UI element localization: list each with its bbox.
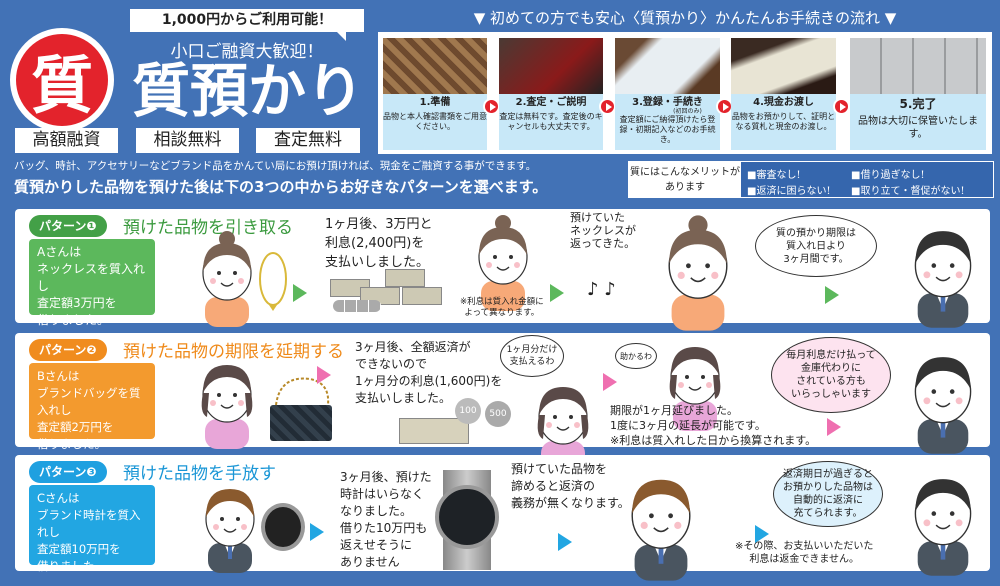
pattern-title: 預けた品物を引き取る — [123, 218, 293, 238]
photo-cash — [731, 38, 836, 94]
returned-text: 預けていた ネックレスが 返ってきた。 — [570, 211, 636, 250]
step-text: 査定は無料です。査定後のキャンセルも大丈夫です。 — [499, 112, 603, 131]
bag-chain — [275, 377, 330, 406]
merit-label: 質にはこんなメリットがあります — [629, 162, 741, 197]
merit-item: ■取り立て・督促がない! — [851, 186, 965, 197]
merit-item: ■借り過ぎなし! — [851, 170, 925, 181]
arrow-icon — [558, 533, 572, 551]
staff-speech-bubble: 毎月利息だけ払って 金庫代わりに されている方も いらっしゃいます — [771, 337, 891, 413]
extension-text: 期限が1ヶ月延びました。 1度に3ヶ月の延長が可能です。 ※利息は質入れした日か… — [610, 404, 817, 447]
photo-paperwork — [615, 38, 720, 94]
flow-step-5: 5.完了品物は大切に保管いたします。 — [850, 38, 986, 150]
tag-free-appraisal: 査定無料 — [256, 128, 360, 153]
step-note: (初回のみ) — [673, 108, 702, 115]
intro-headline: 質預かりした品物を預けた後は下の3つの中からお好きなパターンを選べます。 — [14, 178, 548, 196]
payment-text: 3ヶ月後、全額返済が できないので 1ヶ月分の利息(1,600円)を 支払いしま… — [355, 340, 503, 405]
cash-illustration — [330, 269, 445, 314]
staff-man-character — [897, 341, 989, 458]
arrow-icon — [550, 284, 564, 302]
relieved-woman-character — [655, 333, 735, 435]
arrow-icon — [317, 366, 331, 384]
flow-step-4: 4.現金お渡し品物をお預かりして、証明となる質札と現金のお渡し。 — [731, 38, 836, 150]
flow-title: ▼ 初めての方でも安心〈質預かり〉かんたんお手続きの流れ ▼ — [473, 9, 897, 27]
flow-step-2: 2.査定・ご説明査定は無料です。査定後のキャンセルも大丈夫です。 — [499, 38, 603, 150]
pattern-title: 預けた品物の期限を延期する — [123, 342, 344, 362]
handbag-icon — [270, 405, 332, 441]
arrow-icon — [827, 418, 841, 436]
refund-note: ※その際、お支払いいただいた 利息は返金できません。 — [735, 541, 874, 565]
staff-speech-bubble: 質の預かり期限は 質入れ日より 3ヶ月間です。 — [755, 215, 877, 277]
necklace-icon — [259, 252, 287, 311]
watch-icon — [261, 503, 305, 551]
coin-100: 100 — [455, 398, 481, 424]
next-arrow-icon — [599, 98, 616, 115]
large-watch-icon — [435, 485, 499, 549]
pattern-title: 預けた品物を手放す — [123, 464, 276, 484]
relief-speech-bubble: 助かるわ — [615, 343, 657, 369]
pattern-1-panel: パターン❶ 預けた品物を引き取る Aさんは ネックレスを質入れし 査定額3万円を… — [15, 209, 990, 331]
seal-character: 質 — [16, 34, 108, 126]
step-title: 5.完了 — [899, 97, 937, 111]
minimum-amount-bubble: 1,000円からご利用可能！ — [130, 9, 364, 41]
pattern-badge: パターン❷ — [29, 339, 107, 361]
step-text: 品物は大切に保管いたします。 — [858, 116, 978, 140]
pattern-badge: パターン❶ — [29, 215, 107, 237]
coin-500: 500 — [485, 401, 511, 427]
tag-free-consult: 相談無料 — [136, 128, 239, 153]
arrow-icon — [825, 286, 839, 304]
pawn-seal-logo: 質 — [10, 28, 114, 132]
step-title: 4.現金お渡し — [753, 97, 814, 108]
decision-text: 3ヶ月後、預けた 時計はいらなく なりました。 借りた10万円も 返えせそうに … — [340, 470, 432, 569]
music-note-icon: ♪ ♪ — [587, 279, 616, 300]
flow-step-3: 3.登録・手続き(初回のみ)査定額にご納得頂けたら登録・初期記入などのお手続き。 — [615, 38, 720, 150]
woman-pointing-character — [463, 213, 543, 315]
pattern-badge: パターン❸ — [29, 461, 107, 483]
photo-appraisal — [499, 38, 603, 94]
step-text: 品物と本人確認書類をご用意ください。 — [383, 112, 487, 131]
procedure-flow: 1.準備品物と本人確認書類をご用意ください。 2.査定・ご説明査定は無料です。査… — [378, 32, 992, 154]
subtitle: 小口ご融資大歓迎！ — [170, 42, 324, 62]
banknote-icon — [399, 418, 469, 444]
cheering-man-character — [613, 463, 709, 585]
staff-speech-bubble: 返済期日が過ぎると お預かりした品物は 自動的に返済に 充てられます。 — [773, 461, 883, 527]
arrow-icon — [293, 284, 307, 302]
happy-woman-character — [650, 213, 746, 335]
step-title: 1.準備 — [419, 97, 451, 108]
merit-item: ■返済に困らない! — [747, 186, 831, 197]
page-title: 質預かり — [131, 57, 364, 125]
payment-text: 1ヶ月後、3万円と 利息(2,400円)を 支払いしました。 — [325, 217, 433, 270]
pattern-2-panel: パターン❷ 預けた品物の期限を延期する Bさんは ブランドバッグを質入れし 査定… — [15, 333, 990, 471]
step-text: 品物をお預かりして、証明となる質札と現金のお渡し。 — [731, 112, 836, 131]
merit-box: 質にはこんなメリットがあります ■審査なし! ■借り過ぎなし! ■返済に困らない… — [628, 161, 994, 198]
interest-note: ※利息は質入れ金額に よって異なります。 — [460, 297, 544, 318]
next-arrow-icon — [833, 98, 850, 115]
woman-speech-bubble: 1ヶ月分だけ 支払えるわ — [500, 335, 564, 377]
tag-high-loan: 高額融資 — [15, 128, 118, 153]
arrow-icon — [603, 373, 617, 391]
merit-item: ■審査なし! — [747, 170, 801, 181]
arrow-icon — [310, 523, 324, 541]
photo-bag — [383, 38, 487, 94]
arrow-icon — [755, 525, 769, 543]
pattern-description: Cさんは ブランド時計を質入れし 査定額10万円を 借りました。 — [29, 485, 155, 573]
staff-man-character — [897, 463, 989, 580]
pattern-description: Aさんは ネックレスを質入れし 査定額3万円を 借りました。 — [29, 239, 155, 327]
step-title: 3.登録・手続き — [632, 97, 703, 108]
man-character — [190, 475, 270, 577]
pattern-description: Bさんは ブランドバッグを質入れし 査定額2万円を 借りました。 — [29, 363, 155, 451]
intro-text: バッグ、時計、アクセサリーなどブランド品をかんてい局にお預け頂ければ、現金をご融… — [14, 160, 537, 172]
woman-character — [187, 229, 267, 331]
step-title: 2.査定・ご説明 — [515, 97, 587, 108]
next-arrow-icon — [483, 98, 500, 115]
photo-vault — [850, 38, 986, 94]
staff-man-character — [897, 215, 989, 332]
step-text: 査定額にご納得頂けたら登録・初期記入などのお手続き。 — [619, 115, 716, 144]
release-text: 預けていた品物を 諦めると返済の 義務が無くなります。 — [511, 462, 630, 510]
pattern-3-panel: パターン❸ 預けた品物を手放す Cさんは ブランド時計を質入れし 査定額10万円… — [15, 455, 990, 581]
woman-character — [187, 351, 267, 453]
flow-step-1: 1.準備品物と本人確認書類をご用意ください。 — [383, 38, 487, 150]
